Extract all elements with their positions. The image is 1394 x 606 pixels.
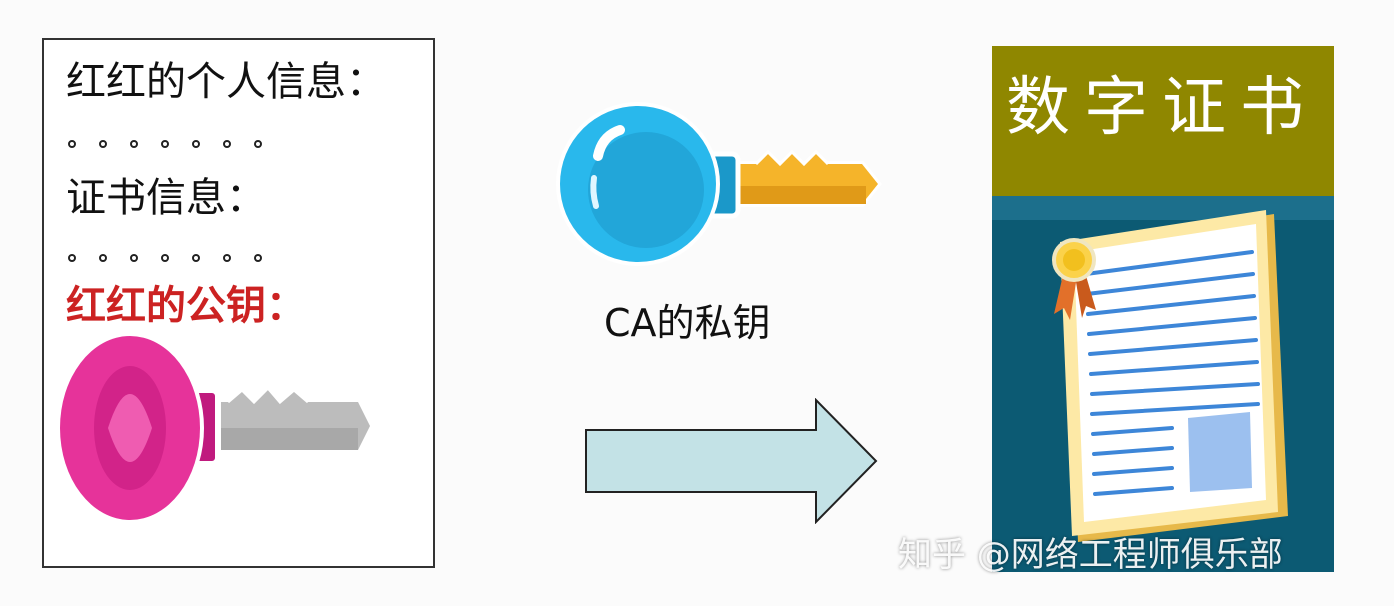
ellipsis-dots [68,254,262,262]
seal-ribbon-icon [1052,238,1096,320]
certificate-header: 数字证书 [992,46,1334,196]
ca-private-key-label: CA的私钥 [604,301,771,345]
digital-certificate: 数字证书 [992,46,1334,572]
zhihu-watermark: 知乎 @网络工程师俱乐部 [898,535,1283,575]
ellipsis-dots [68,140,262,148]
right-arrow-icon [585,398,878,524]
public-key-heading: 红红的公钥： [66,282,306,329]
certificate-document-icon [1060,210,1288,542]
certificate-stripe [992,196,1334,220]
certificate-title: 数字证书 [1006,71,1318,145]
personal-info-heading: 红红的个人信息： [66,59,386,105]
blue-private-key-icon [556,102,882,266]
certificate-info-heading: 证书信息： [66,175,266,221]
pink-public-key-icon [58,332,374,524]
